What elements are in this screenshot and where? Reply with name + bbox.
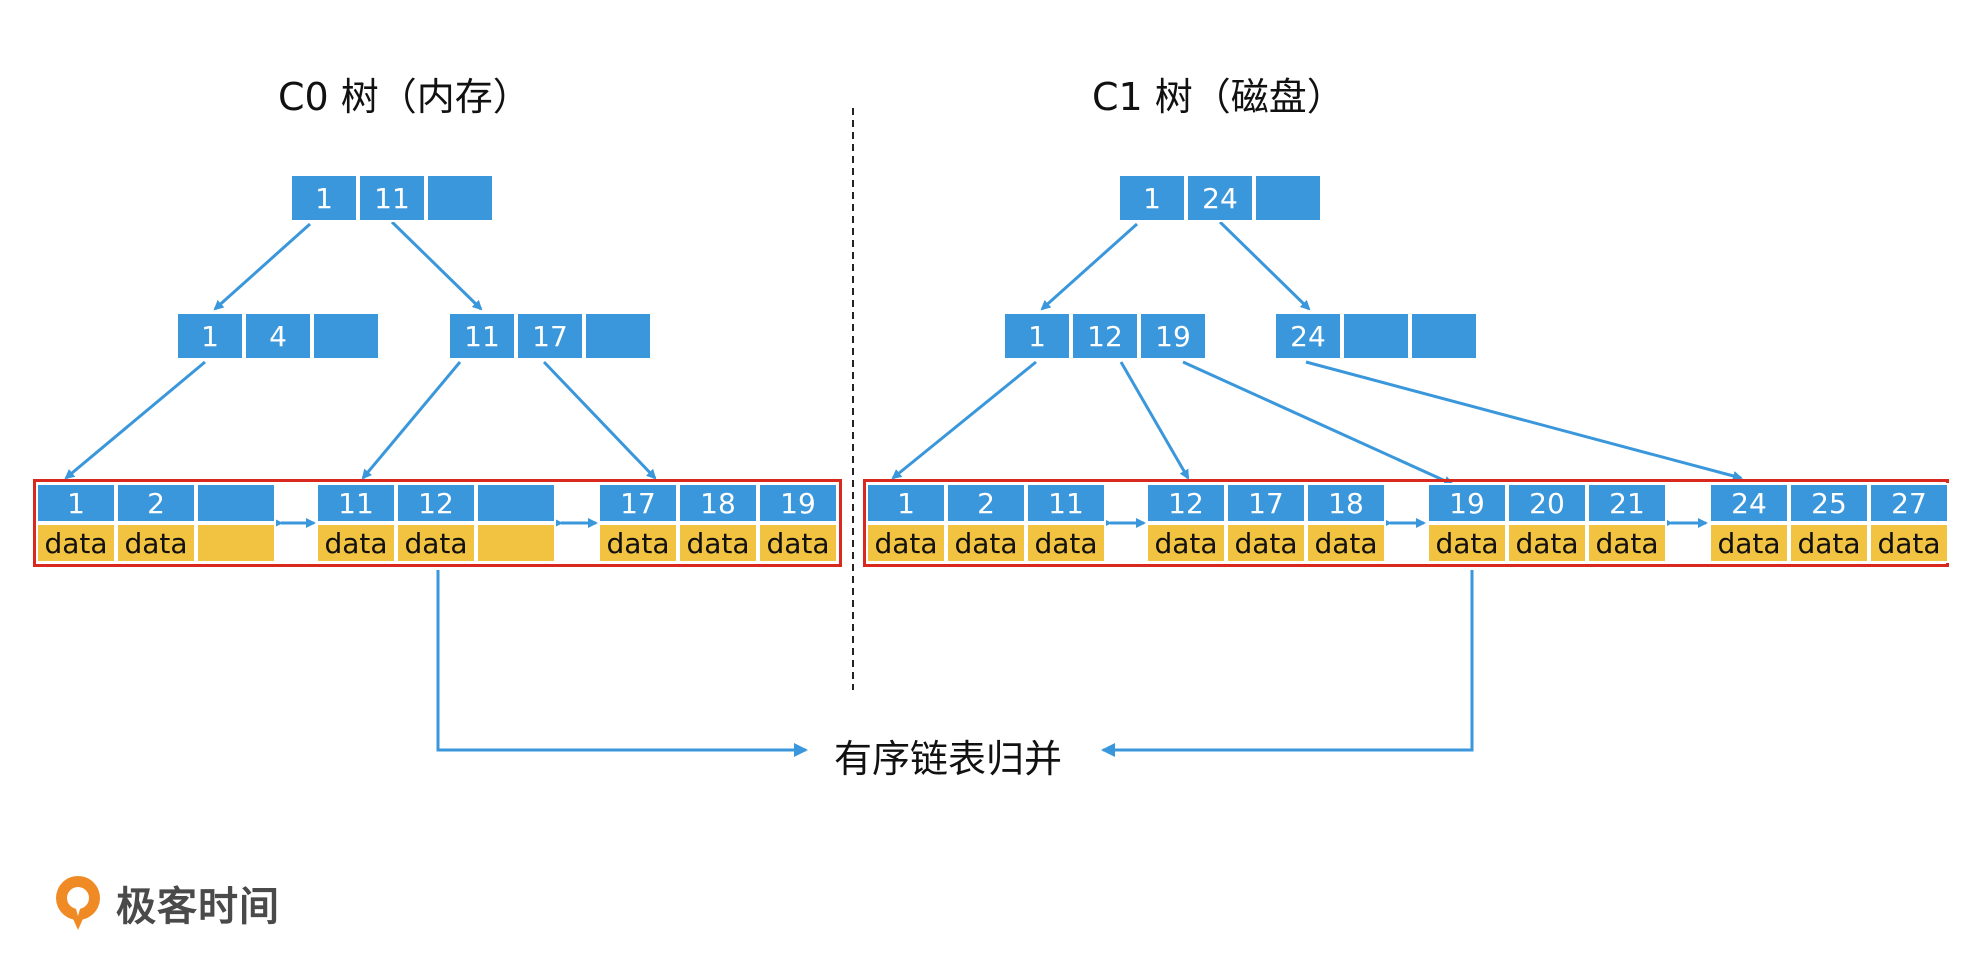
c1-internal-right-key-1: [1342, 312, 1410, 360]
c0-leaf-2-key-1: 18: [678, 483, 758, 523]
c1-internal-left-key-2: 19: [1139, 312, 1207, 360]
c0-root-key-0: 1: [290, 174, 358, 222]
c0-edge-root-left: [213, 222, 312, 311]
c0-leaf-1-key-2: [476, 483, 556, 523]
c1-leaf-1-key-0: 12: [1146, 483, 1226, 523]
c0-internal-left-key-0: 1: [176, 312, 244, 360]
c1-leaf-0-data-0: data: [866, 523, 946, 563]
c0-leaf-2-key-0: 17: [598, 483, 678, 523]
c0-leaf-2-key-2: 19: [758, 483, 838, 523]
c0-edge-right-leaf2: [542, 360, 657, 480]
c0-internal-right-key-1: 17: [516, 312, 584, 360]
c0-leaf-2-data-1: data: [678, 523, 758, 563]
c1-root-key-2: [1254, 174, 1322, 222]
c1-internal-left-key-0: 1: [1003, 312, 1071, 360]
c0-leaf-1-data-1: data: [396, 523, 476, 563]
c1-leaf-3-data-0: data: [1709, 523, 1789, 563]
c1-leaf-1-data-0: data: [1146, 523, 1226, 563]
c1-root-key-1: 24: [1186, 174, 1254, 222]
merge-arrows: [436, 570, 1474, 757]
c1-leaf-2-key-2: 21: [1587, 483, 1667, 523]
c0-leaf-1-data-0: data: [316, 523, 396, 563]
c0-leaf-0-data-0: data: [36, 523, 116, 563]
c0-leaf-1-key-0: 11: [316, 483, 396, 523]
c1-edge-left-leaf0: [891, 360, 1037, 480]
c0-leaf-2-data-0: data: [598, 523, 678, 563]
c1-edge-root-right: [1218, 220, 1311, 311]
c0-leaf-0-key-1: 2: [116, 483, 196, 523]
merge-label: 有序链表归并: [834, 737, 1063, 781]
c1-leaf-0-key-2: 11: [1026, 483, 1106, 523]
c1-leaf-1-data-1: data: [1226, 523, 1306, 563]
c1-leaf-3-key-2: 27: [1869, 483, 1949, 523]
c0-leaf-0-data-2: [196, 523, 276, 563]
c1-internal-right-key-0: 24: [1274, 312, 1342, 360]
c0-leaf-1-key-1: 12: [396, 483, 476, 523]
c0-root-key-2: [426, 174, 494, 222]
c1-leaf-1-key-2: 18: [1306, 483, 1386, 523]
c1-leaf-3-key-0: 24: [1709, 483, 1789, 523]
c1-internal-right-key-2: [1410, 312, 1478, 360]
c0-root-key-1: 11: [358, 174, 426, 222]
c1-leaf-2-data-2: data: [1587, 523, 1667, 563]
c1-leaf-2-data-0: data: [1427, 523, 1507, 563]
c1-leaf-0-data-2: data: [1026, 523, 1106, 563]
c0-edge-right-leaf1: [361, 361, 462, 480]
c0-internal-right-key-2: [584, 312, 652, 360]
geektime-logo-icon: [56, 876, 100, 930]
c0-internal-left-key-1: 4: [244, 312, 312, 360]
c1-leaf-2-data-1: data: [1507, 523, 1587, 563]
c1-edge-left-leaf2: [1182, 360, 1454, 486]
c1-leaf-0-key-1: 2: [946, 483, 1026, 523]
c0-title: C0 树（内存）: [278, 75, 531, 119]
c1-leaf-3-data-2: data: [1869, 523, 1949, 563]
c1-title: C1 树（磁盘）: [1092, 75, 1345, 119]
c0-leaf-2-data-2: data: [758, 523, 838, 563]
c1-internal-left-key-1: 12: [1071, 312, 1139, 360]
c0-leaf-0-data-1: data: [116, 523, 196, 563]
c1-leaf-0-data-1: data: [946, 523, 1026, 563]
c1-leaf-2-key-0: 19: [1427, 483, 1507, 523]
c0-edge-root-right: [390, 220, 483, 311]
logo: 极客时间: [50, 872, 280, 934]
merge-arrow-from-c1: [1101, 570, 1474, 757]
c1-leaf-2-key-1: 20: [1507, 483, 1587, 523]
c0-internal-left-key-2: [312, 312, 380, 360]
c1-leaf-1-key-1: 17: [1226, 483, 1306, 523]
c1-leaf-3-key-1: 25: [1789, 483, 1869, 523]
c1-edge-root-left: [1040, 222, 1139, 311]
c1-leaf-1-data-2: data: [1306, 523, 1386, 563]
c1-edge-right-leaf3: [1305, 360, 1743, 481]
c0-edge-left-leaf0: [64, 360, 206, 480]
c1-edge-left-leaf1: [1119, 361, 1190, 480]
c0-leaf-frame: [33, 479, 842, 567]
c0-leaf-1-data-2: [476, 523, 556, 563]
c0-leaf-0-key-2: [196, 483, 276, 523]
logo-text: 极客时间: [116, 884, 280, 930]
c0-internal-right-key-0: 11: [448, 312, 516, 360]
c0-leaf-0-key-0: 1: [36, 483, 116, 523]
c1-root-key-0: 1: [1118, 174, 1186, 222]
tree-edges: [64, 220, 1743, 528]
merge-arrow-from-c0: [436, 570, 808, 757]
c1-leaf-3-data-1: data: [1789, 523, 1869, 563]
c1-leaf-0-key-0: 1: [866, 483, 946, 523]
